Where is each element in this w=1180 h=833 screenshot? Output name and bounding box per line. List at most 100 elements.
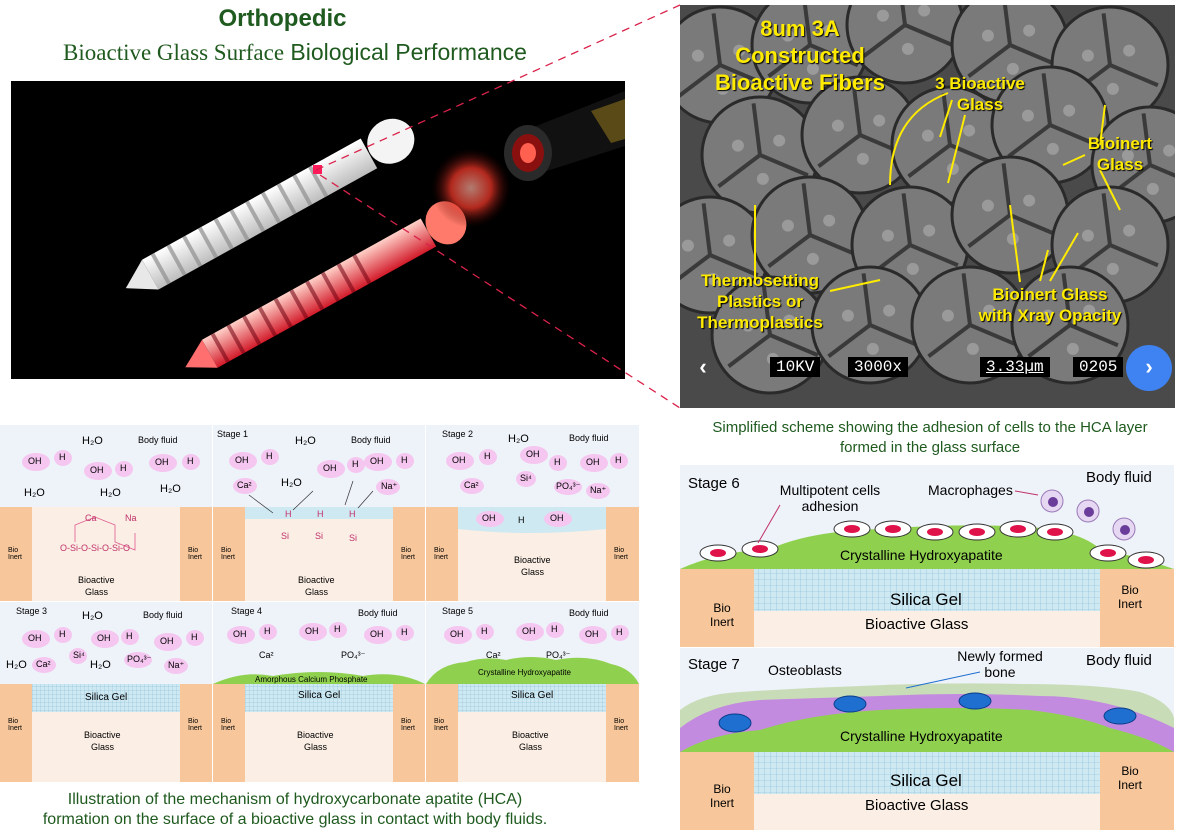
fiber-core xyxy=(883,304,896,317)
fiber-divider xyxy=(701,203,712,256)
osteoblasts-label: Osteoblasts xyxy=(768,662,842,678)
cell-nucleus xyxy=(1138,556,1154,564)
fiber-core xyxy=(1066,342,1079,355)
panel-stage-1: Stage 1 H₂O Body fluid OH H OH H OH H Ca… xyxy=(213,425,425,601)
fiber-divider xyxy=(1009,43,1059,68)
ion-oh: OH xyxy=(28,456,42,466)
ion-oh: OH xyxy=(370,629,384,639)
stage-5-label: Stage 5 xyxy=(442,606,474,616)
body-fluid-label: Body fluid xyxy=(143,610,183,620)
stage-grid: H₂O Body fluid OH H OH H OH H H₂O H₂O H₂… xyxy=(0,425,639,782)
crystalline-label: Crystalline Hydroxyapatite xyxy=(840,547,1003,563)
glass-label: Glass xyxy=(91,742,115,752)
silica-gel-label: Silica Gel xyxy=(298,690,341,701)
fiber-core xyxy=(716,82,729,95)
cell-nucleus xyxy=(710,549,726,557)
fiber-divider xyxy=(709,253,759,278)
prev-button[interactable]: ‹ xyxy=(699,354,707,379)
next-button[interactable]: › xyxy=(1126,345,1172,391)
h2o-label: H₂O xyxy=(82,610,103,622)
fiber-core xyxy=(873,114,886,127)
fiber-core xyxy=(1081,49,1094,62)
ion-oh: OH xyxy=(522,626,536,636)
h2o-label: H₂O xyxy=(160,483,181,495)
fiber-core xyxy=(1083,304,1096,317)
silica-gel-label: Silica Gel xyxy=(890,590,962,609)
ion-h: H xyxy=(126,631,133,641)
bioactive-glass-label: Bioactive Glass xyxy=(865,616,969,633)
ion-h: H xyxy=(120,463,127,473)
osteoblast-nuclei xyxy=(718,692,1137,733)
chem-si: Si xyxy=(349,533,358,543)
fiber-divider xyxy=(767,43,812,78)
silica-gel-label: Silica Gel xyxy=(890,771,962,790)
fiber-divider xyxy=(759,153,809,178)
stage-6-label: Stage 6 xyxy=(688,475,740,492)
fiber-core xyxy=(1123,44,1136,57)
crystalline-label: Crystalline Hydroxyapatite xyxy=(840,728,1003,744)
fiber-divider xyxy=(1001,163,1012,216)
h2o-label: H₂O xyxy=(100,487,121,499)
ion-h: H xyxy=(59,452,66,462)
light-pointer xyxy=(504,91,625,181)
bioactive-label: Bioactive xyxy=(297,730,334,740)
h2o-label: H₂O xyxy=(90,659,111,671)
stage-7-label: Stage 7 xyxy=(688,656,740,673)
caption-bottom: Illustration of the mechanism of hydroxy… xyxy=(42,791,548,828)
ion-si4: Si⁴ xyxy=(520,473,532,483)
ion-h: H xyxy=(484,451,491,461)
ion-po4: PO₄³⁻ xyxy=(556,481,581,491)
crystalline-layer-label: Crystalline Hydroxyapatite xyxy=(478,668,571,677)
fiber-core xyxy=(1163,144,1175,157)
ion-h: H xyxy=(264,626,271,636)
bioactive-label: Bioactive xyxy=(298,575,335,585)
glass-label: Glass xyxy=(519,742,543,752)
fiber-core xyxy=(981,199,994,212)
fiber-core xyxy=(921,129,934,142)
fiber-core xyxy=(1146,182,1159,195)
fiber-core xyxy=(966,342,979,355)
glowing-screw xyxy=(185,201,467,368)
h2o-label: H₂O xyxy=(281,477,302,489)
ion-oh: OH xyxy=(155,457,169,467)
ion-h: H xyxy=(187,456,194,466)
fiber-core xyxy=(1006,232,1019,245)
fiber-core xyxy=(681,239,694,252)
fiber-core xyxy=(1041,309,1054,322)
fiber-core xyxy=(983,304,996,317)
cell-nucleus xyxy=(927,528,943,536)
ion-oh: OH xyxy=(482,513,496,523)
fiber-core xyxy=(1106,262,1119,275)
bioactive-label: Bioactive xyxy=(514,555,551,565)
ion-ca2: Ca² xyxy=(259,650,274,660)
ion-oh: OH xyxy=(450,629,464,639)
fiber-core xyxy=(781,219,794,232)
ion-h: H xyxy=(59,629,66,639)
cell-nucleus xyxy=(752,545,768,553)
cell-nucleus xyxy=(969,528,985,536)
chem-h: H xyxy=(349,509,356,519)
fiber-core xyxy=(823,214,836,227)
chem-h: H xyxy=(317,509,324,519)
ion-h: H xyxy=(401,627,408,637)
fiber-core xyxy=(723,234,736,247)
page-subtitle: Bioactive Glass Surface Biological Perfo… xyxy=(0,39,590,66)
body-fluid-label: Body fluid xyxy=(569,433,609,443)
glass-label: Glass xyxy=(305,587,329,597)
fiber-divider xyxy=(900,5,907,26)
fiber-core xyxy=(881,229,894,242)
ion-ca2: Ca² xyxy=(464,480,479,490)
fiber-divider xyxy=(719,63,769,88)
bioactive-glass-label: Bioactive Glass xyxy=(865,797,969,814)
fiber-core xyxy=(941,309,954,322)
